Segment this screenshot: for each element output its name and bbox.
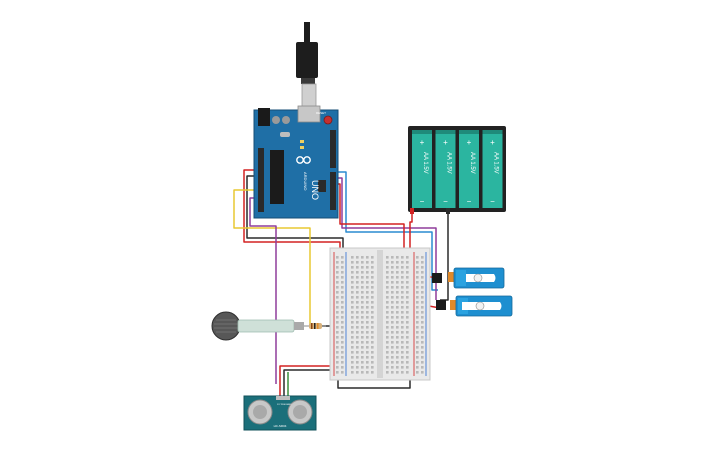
reset-button[interactable] [323, 115, 333, 125]
battery-minus-symbol: − [443, 197, 448, 206]
wire-red-arduino-left[interactable] [243, 169, 341, 250]
battery-cell-label: AA 1.5V [446, 152, 452, 174]
force-sensor-tail [237, 319, 295, 333]
wire-black-battery[interactable] [440, 212, 449, 301]
sensor-model-text: HC-SR04 [274, 424, 287, 428]
battery-terminal-positive[interactable] [410, 208, 414, 214]
servo-shaft-icon [473, 273, 483, 283]
crystal [280, 132, 290, 137]
wire-blue-arduino-right[interactable] [336, 171, 438, 291]
sensor-pin-label: TRIG [281, 404, 286, 406]
sensor-pin-label: GND [288, 404, 292, 406]
servo-motor-2[interactable] [436, 295, 513, 317]
battery-minus-symbol: − [420, 197, 425, 206]
servo-shaft-icon [475, 301, 485, 311]
battery-minus-symbol: − [467, 197, 472, 206]
battery-cell: + AA 1.5V − [435, 130, 456, 208]
resistor[interactable] [304, 323, 326, 329]
terminal-holes-right [385, 254, 410, 374]
header-right-top [330, 130, 336, 168]
wire-purple-arduino-sensor[interactable] [249, 197, 277, 384]
battery-plus-symbol: + [490, 138, 495, 147]
wire-purple-arduino-right[interactable] [336, 177, 437, 300]
center-channel [377, 250, 383, 378]
battery-plus-symbol: + [443, 138, 448, 147]
arduino-model-text: UNO [310, 180, 320, 200]
breadboard[interactable] [329, 247, 431, 381]
usb-port [297, 105, 321, 123]
force-sensor[interactable] [211, 311, 304, 341]
servo-motor-1[interactable] [432, 267, 505, 289]
atmega-chip [270, 150, 284, 204]
battery-cell: + AA 1.5V − [412, 130, 432, 208]
header-right-bottom [330, 172, 336, 210]
wire-red-sensor[interactable] [279, 365, 334, 398]
battery-cell: + AA 1.5V − [482, 130, 503, 208]
battery-pack[interactable]: + AA 1.5V − + AA 1.5V − + AA 1.5V − + AA 1.5V − [408, 126, 506, 214]
icsp-header [318, 180, 326, 192]
capacitor-icon [282, 116, 290, 124]
battery-terminal-negative[interactable] [446, 208, 450, 214]
sensor-pin-label: ECHO [284, 404, 289, 406]
reset-label: RESET [316, 111, 326, 115]
battery-cell: + AA 1.5V − [459, 130, 479, 208]
wire-red-battery[interactable] [409, 212, 413, 250]
arduino-uno-board[interactable]: ARDUINO UNO RESET [253, 105, 339, 219]
wire-black-sensor[interactable] [283, 369, 334, 398]
power-jack [258, 108, 270, 126]
sensor-pin-label: VCC [277, 404, 281, 406]
terminal-holes-left [350, 254, 375, 374]
capacitor-icon [272, 116, 280, 124]
led-icon [300, 140, 304, 143]
wire-red-arduino-right[interactable] [336, 183, 405, 250]
arduino-brand-text: ARDUINO [303, 172, 308, 190]
battery-plus-symbol: + [420, 138, 425, 147]
led-icon [300, 146, 304, 149]
rail-holes-right [414, 254, 424, 374]
arduino-logo-icon [296, 156, 311, 164]
wire-black-arduino-left[interactable] [246, 175, 344, 252]
battery-cell-label: AA 1.5V [469, 152, 475, 174]
battery-cell-label: AA 1.5V [422, 152, 428, 174]
header-left [258, 148, 264, 212]
force-sensor-lead [294, 322, 304, 330]
wire-yellow-arduino[interactable] [233, 189, 311, 326]
usb-cable[interactable] [296, 22, 318, 109]
rail-holes-left [336, 254, 346, 374]
sensor-pin-header [276, 396, 290, 400]
battery-cell-label: AA 1.5V [493, 152, 499, 174]
battery-minus-symbol: − [490, 197, 495, 206]
battery-plus-symbol: + [467, 138, 472, 147]
